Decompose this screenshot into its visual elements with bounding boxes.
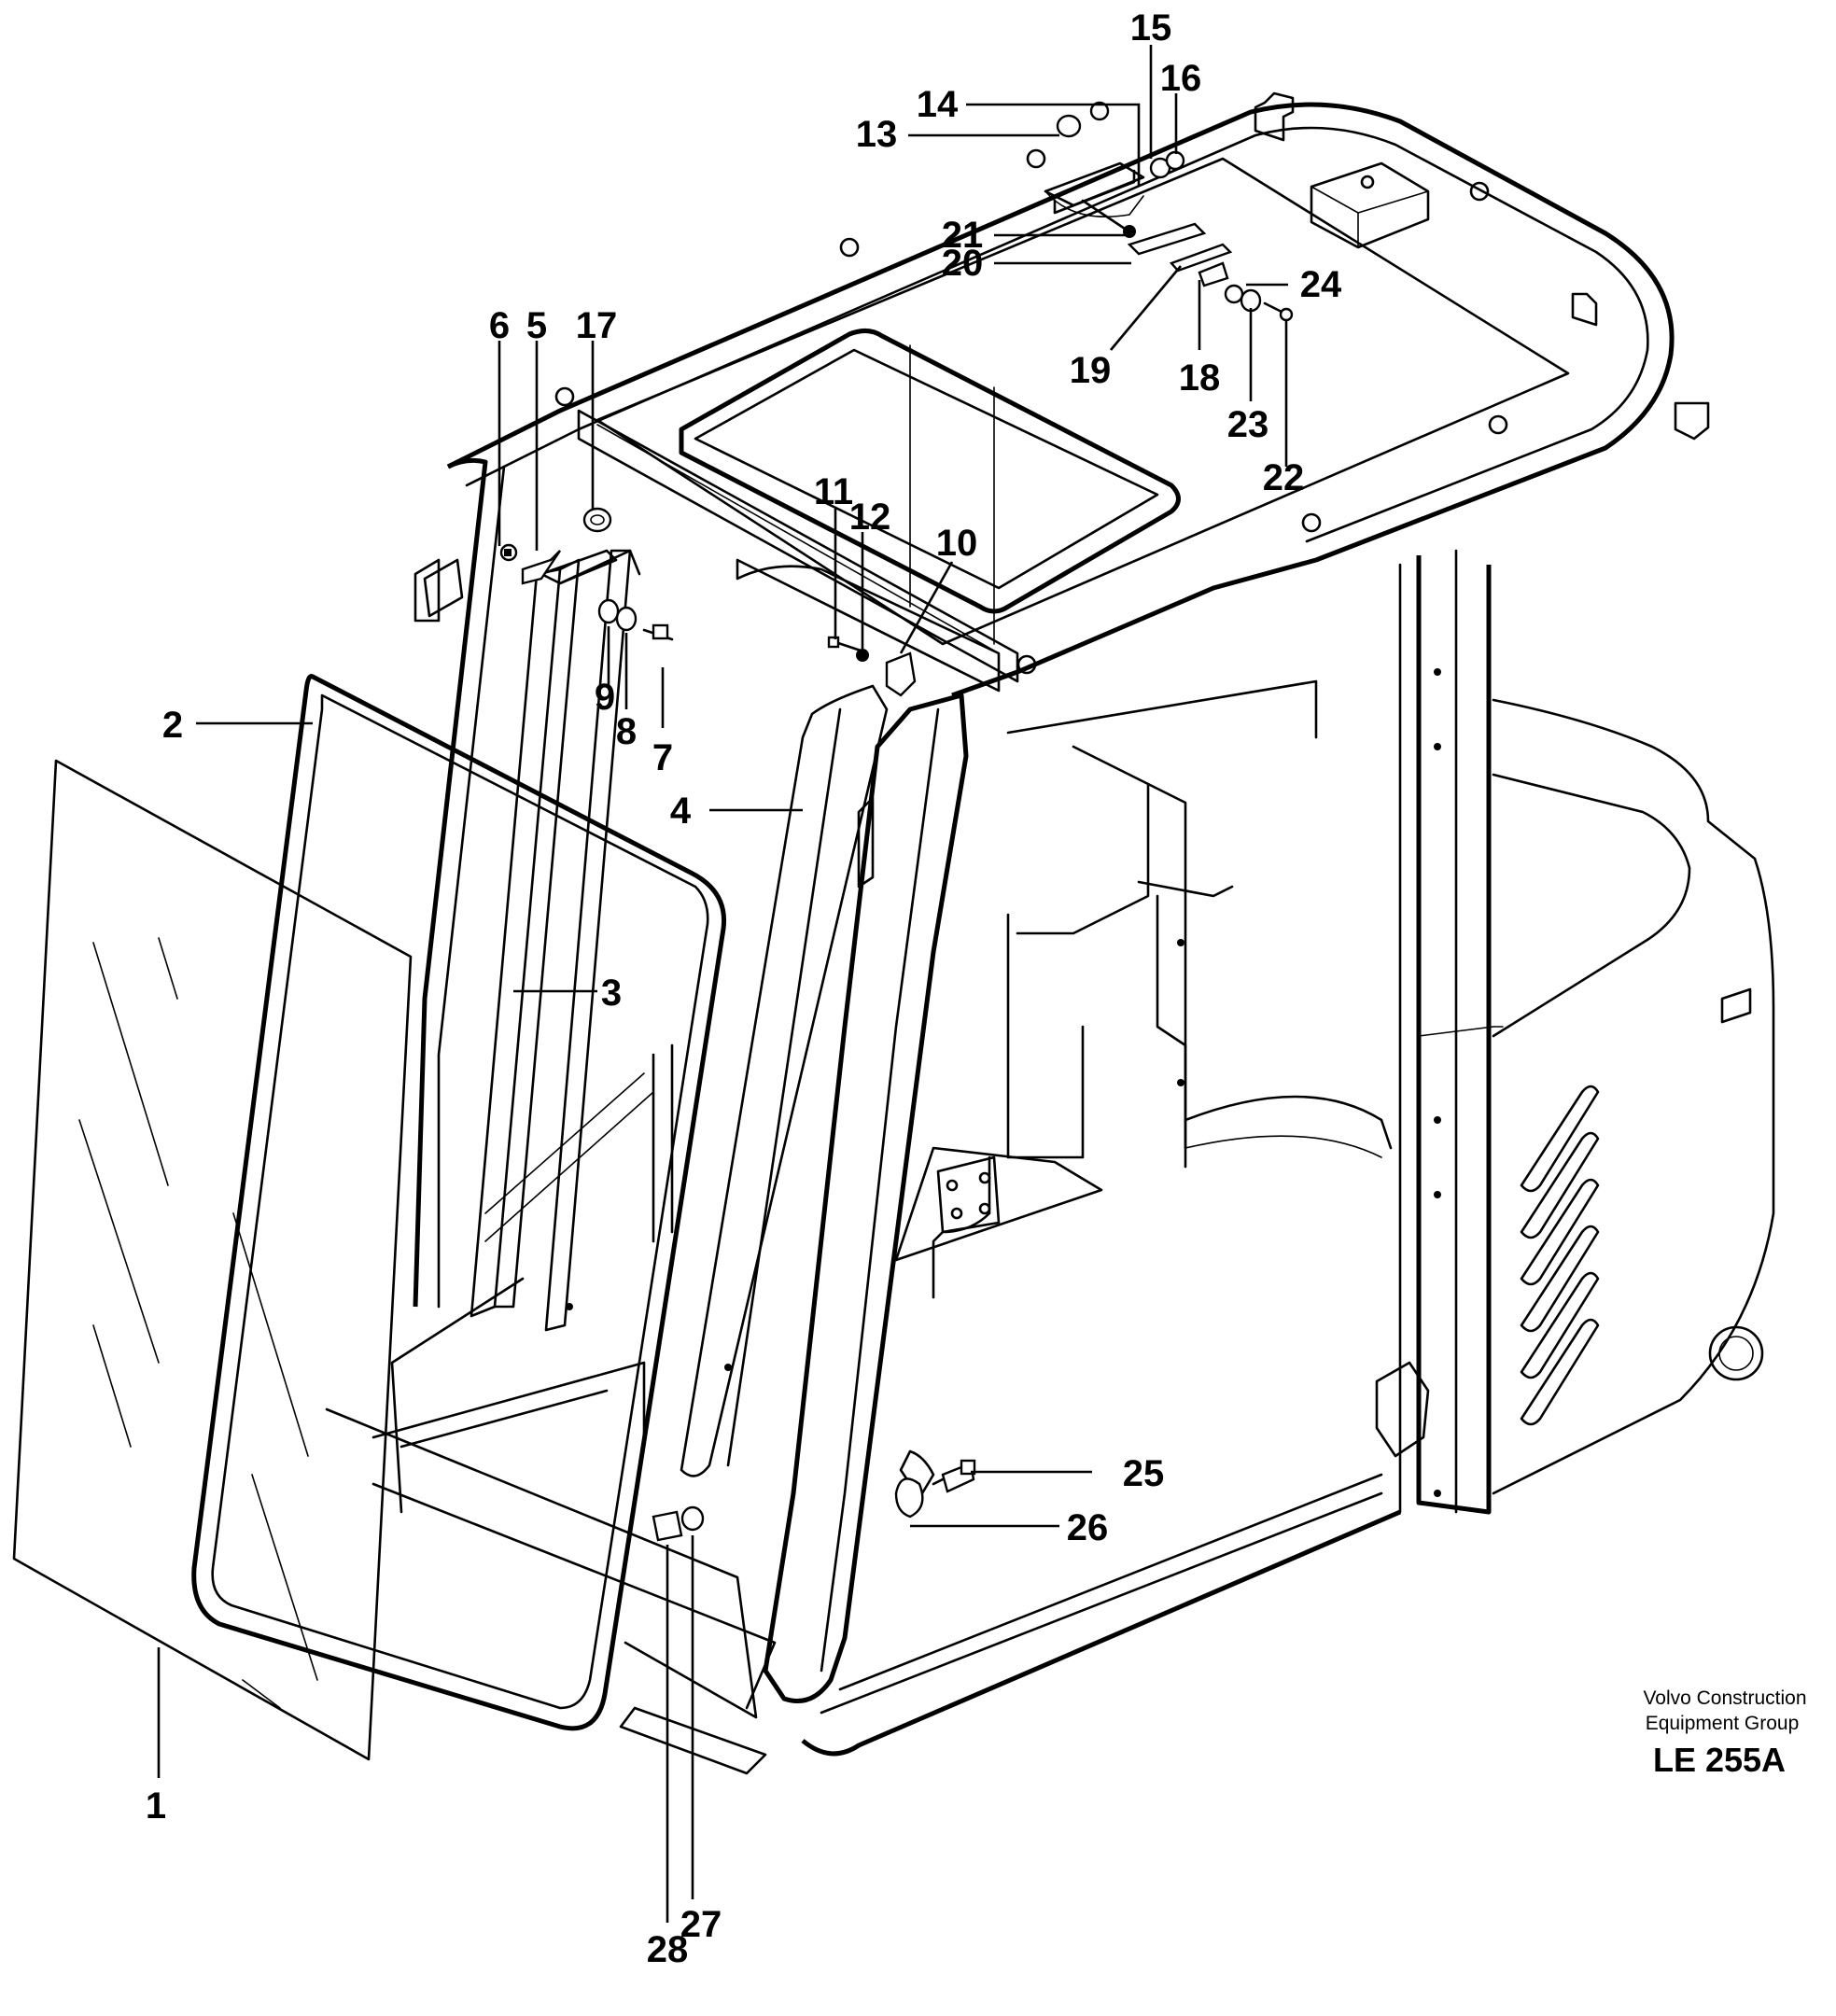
part-16-washer — [1165, 150, 1185, 171]
callout-2: 2 — [162, 705, 183, 746]
callout-16: 16 — [1160, 58, 1202, 99]
callout-27: 27 — [680, 1904, 722, 1945]
drawing-stamp: Volvo Construction Equipment Group LE 25… — [1643, 1687, 1806, 1779]
callout-24: 24 — [1300, 264, 1342, 305]
part-22-bolt — [1263, 301, 1294, 322]
part-27-washer — [680, 1505, 705, 1532]
callout-25: 25 — [1123, 1453, 1165, 1494]
callout-3: 3 — [601, 973, 622, 1014]
part-10-cap — [885, 651, 917, 697]
callout-14: 14 — [917, 84, 959, 125]
callout-4: 4 — [670, 791, 692, 832]
callout-20: 20 — [942, 243, 984, 284]
stamp-company-line1: Volvo Construction — [1643, 1687, 1806, 1709]
callout-11: 11 — [814, 471, 853, 512]
part-3-rubber-strip — [470, 567, 562, 1318]
callout-28: 28 — [647, 1929, 689, 1970]
callout-22: 22 — [1263, 457, 1305, 498]
callout-26: 26 — [1067, 1507, 1109, 1548]
part-23-washer — [1240, 288, 1262, 313]
callout-17: 17 — [576, 305, 618, 346]
stamp-company-line2: Equipment Group — [1646, 1713, 1800, 1734]
callout-8: 8 — [616, 711, 637, 752]
part-11-bolt — [827, 636, 865, 653]
part-26-handle — [894, 1477, 924, 1519]
part-7-bolt — [642, 623, 674, 641]
leader-lines — [157, 45, 1288, 1923]
part-17-grommet — [582, 507, 612, 533]
callout-12: 12 — [849, 497, 891, 538]
callout-15: 15 — [1130, 7, 1172, 49]
callout-13: 13 — [856, 114, 898, 155]
part-4-frame-strip — [680, 684, 889, 1477]
part-12-nut — [856, 649, 869, 662]
callout-10: 10 — [936, 523, 978, 564]
part-20-plate — [1127, 222, 1207, 256]
callout-18: 18 — [1179, 357, 1221, 399]
part-24-washer — [1224, 284, 1244, 304]
part-18-catch — [1198, 261, 1229, 287]
part-14-washer — [1089, 101, 1110, 121]
stamp-drawing-code: LE 255A — [1653, 1741, 1786, 1779]
callout-6: 6 — [489, 305, 510, 346]
cab-frame-drawing — [325, 91, 1775, 1775]
part-9-washer — [597, 598, 620, 624]
part-5-clip — [521, 550, 561, 585]
callout-21: 21 — [942, 215, 984, 256]
part-1-glass-pane — [12, 759, 413, 1761]
callout-19: 19 — [1070, 350, 1112, 391]
part-8-washer — [615, 606, 638, 632]
part-21-screw — [1081, 199, 1136, 238]
part-2-window-seal — [191, 674, 727, 1731]
callout-labels: 1 2 3 4 5 6 7 8 9 10 11 12 13 14 15 16 1… — [146, 7, 1342, 1970]
part-25-latch-pin — [932, 1459, 976, 1493]
callout-7: 7 — [652, 737, 673, 778]
exploded-parts — [12, 101, 1294, 1761]
part-13-knob — [1056, 114, 1082, 138]
callout-9: 9 — [595, 677, 615, 718]
callout-23: 23 — [1227, 404, 1269, 445]
callout-1: 1 — [146, 1785, 166, 1827]
part-19-plate — [1169, 243, 1233, 273]
part-28-square-nut — [652, 1510, 683, 1542]
callout-5: 5 — [526, 305, 547, 346]
